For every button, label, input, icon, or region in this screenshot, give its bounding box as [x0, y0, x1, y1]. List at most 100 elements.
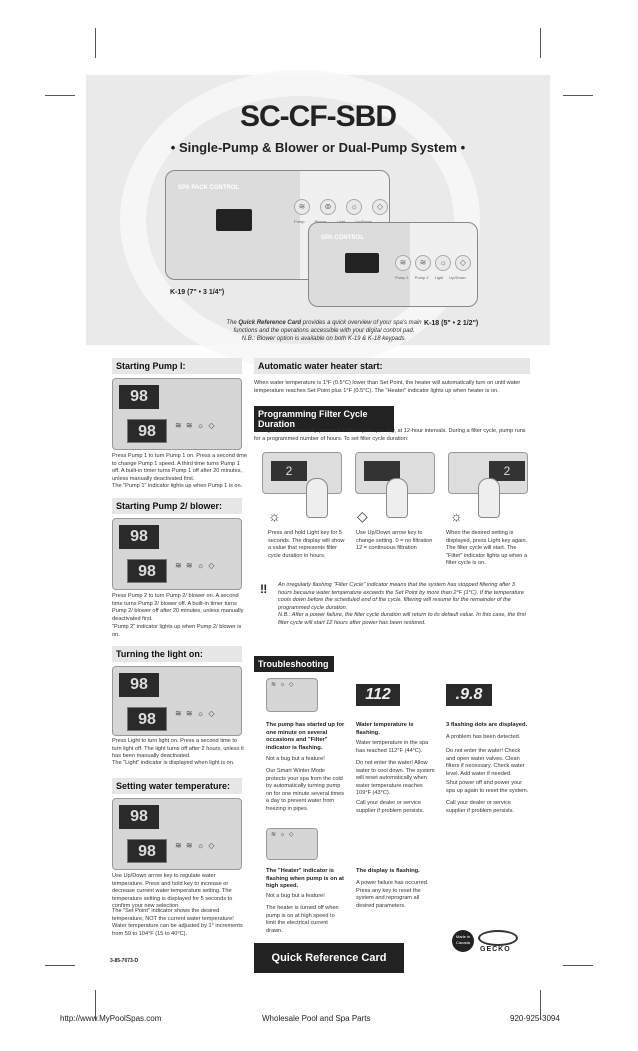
light-icon: ☼ — [450, 508, 463, 524]
filter-step2-text: Use Up/Down arrow key to change setting.… — [356, 530, 433, 552]
intro-note-pre: The — [226, 320, 239, 326]
made-in-canada-badge: Made in Canada — [452, 930, 474, 952]
trouble-c3-t3: Shut power off and power your spa up aga… — [446, 780, 529, 794]
key-row-icon: ≋ ≋ ☼ ◇ — [175, 561, 216, 570]
updown-key-icon[interactable]: ◇ — [455, 255, 471, 271]
trouble-c4-t1: Not a bug but a feature! — [266, 893, 325, 899]
key-label: Up/Down — [355, 219, 371, 224]
trouble-c2-t3: Call your dealer or service supplier if … — [356, 800, 425, 814]
footer-url[interactable]: http://www.MyPoolSpas.com — [60, 1014, 162, 1023]
pump1-text2: The "Pump 1" indicator lights up when Pu… — [112, 483, 243, 489]
keypad-brand: SPA CONTROL — [321, 235, 364, 241]
keypad-key-labels: Pump 1 Pump 2 Light Up/Down — [395, 275, 466, 280]
filter-warning-text: An irregularly flashing "Filter Cycle" i… — [278, 582, 524, 611]
keypad-k18-label: K-18 (5" • 2 1/2") — [424, 320, 479, 327]
trouble-c1-t2: Our Smart Winter Mode protects your spa … — [266, 768, 345, 812]
key-row-icon: ≋ ☼ ◇ — [271, 682, 295, 688]
filter-nb-text: N.B.: After a power failure, the filter … — [278, 612, 526, 626]
trouble-c2-head: Water temperature is flashing. — [356, 722, 414, 736]
key-label: Light — [337, 219, 346, 224]
trouble-c2-t1: Water temperature in the spa has reached… — [356, 740, 429, 754]
keypad-k18: SPA CONTROL ≋ ≋ ☼ ◇ Pump 1 Pump 2 Light … — [308, 222, 478, 307]
display-small: 98 — [119, 525, 159, 549]
blower-key-icon[interactable]: ⊚ — [320, 199, 336, 215]
pump1-key-icon[interactable]: ≋ — [395, 255, 411, 271]
intro-note-nb: N.B.: Blower option is available on both… — [241, 335, 407, 342]
crop-mark — [563, 95, 593, 96]
key-row-icon: ≋ ☼ ◇ — [271, 832, 295, 838]
key-label: Pump 1 — [395, 275, 409, 280]
up-down-icon: ◇ — [357, 508, 368, 524]
crop-mark — [540, 990, 541, 1020]
intro-note-post: provides a quick overview of your spa's … — [233, 320, 422, 334]
display-large: 98 — [127, 419, 167, 443]
key-label: Light — [434, 275, 444, 280]
pump2-key-icon[interactable]: ≋ — [415, 255, 431, 271]
filter-step1-illustration: 2 — [262, 452, 342, 494]
key-row-icon: ≋ ≋ ☼ ◇ — [175, 421, 216, 430]
intro-note: The Quick Reference Card provides a quic… — [214, 320, 434, 343]
keypad-display — [216, 209, 252, 231]
keypad-keys: ≋ ≋ ☼ ◇ — [395, 255, 471, 271]
key-label: Pump 2 — [414, 275, 429, 280]
light-key-icon[interactable]: ☼ — [435, 255, 451, 271]
trouble-c3-t1: A problem has been detected. — [446, 734, 521, 740]
warning-icon: ‼ — [260, 582, 268, 596]
page-subtitle: • Single-Pump & Blower or Dual-Pump Syst… — [170, 140, 466, 155]
keypad-k19-label: K-19 (7" • 3 1/4") — [170, 289, 225, 296]
section-title-pump2: Starting Pump 2/ blower: — [112, 498, 242, 514]
trouble-c2-t2: Do not enter the water! Allow water to c… — [356, 760, 435, 797]
crop-mark — [563, 965, 593, 966]
key-label: Up/Down — [449, 275, 466, 280]
display-small: 98 — [119, 805, 159, 829]
finger-press-icon — [386, 478, 408, 518]
key-label: Blower — [314, 219, 326, 224]
keypad-brand: SPA PACK CONTROL — [178, 185, 240, 191]
pump2-text: Press Pump 2 to turn Pump 2/ blower on. … — [112, 593, 244, 622]
keypad-key-labels: Pump Blower Light Up/Down — [294, 219, 372, 224]
updown-key-icon[interactable]: ◇ — [372, 199, 388, 215]
light-icon: ☼ — [268, 508, 281, 524]
trouble-c3-t4: Call your dealer or service supplier if … — [446, 800, 515, 814]
quick-reference-banner: Quick Reference Card — [254, 943, 404, 973]
display-small: 98 — [119, 673, 159, 697]
footer-phone: 920-925-3094 — [510, 1014, 560, 1023]
heater-text: When water temperature is 1°F (0.5°C) lo… — [254, 380, 521, 394]
pump-key-icon[interactable]: ≋ — [294, 199, 310, 215]
crop-mark — [540, 28, 541, 58]
light-text2: The "Light" indicator is displayed when … — [112, 760, 235, 766]
trouble-c1-t1: Not a bug but a feature! — [266, 756, 325, 762]
gecko-logo-icon — [478, 930, 518, 946]
light-key-icon[interactable]: ☼ — [346, 199, 362, 215]
section-title-pump1: Starting Pump I: — [112, 358, 242, 374]
display-large: 98 — [127, 707, 167, 731]
trouble-c5-head: The display is flashing. — [356, 868, 420, 874]
page-title: SC-CF-SBD — [240, 100, 397, 133]
light-text: Press Light to turn light on. Press a se… — [112, 738, 244, 760]
trouble-display-dots: .9.8 — [446, 684, 492, 706]
section-title-light: Turning the light on: — [112, 646, 242, 662]
filter-step1-text: Press and hold Light key for 5 seconds. … — [268, 530, 345, 559]
finger-press-icon — [306, 478, 328, 518]
pump1-text: Press Pump 1 to turn Pump 1 on. Press a … — [112, 453, 247, 482]
trouble-keypad-illustration: ≋ ☼ ◇ — [266, 678, 318, 712]
pump2-text2: "Pump 2" indicator lights up when Pump 2… — [112, 624, 242, 638]
pump2-illustration: 98 98 ≋ ≋ ☼ ◇ — [112, 518, 242, 590]
footer-tagline: Wholesale Pool and Spa Parts — [262, 1014, 371, 1023]
gecko-brand: GECKO — [480, 946, 511, 953]
filter-text: The system automatically performs 2 filt… — [254, 428, 526, 442]
crop-mark — [45, 95, 75, 96]
keypad-keys: ≋ ⊚ ☼ ◇ — [294, 199, 388, 215]
temp-text: Use Up/Down arrow key to regulate water … — [112, 873, 233, 910]
section-title-temp: Setting water temperature: — [112, 778, 242, 794]
trouble-c3-head: 3 flashing dots are displayed. — [446, 722, 528, 728]
trouble-c4-t2: The heater is turned off when pump is on… — [266, 905, 339, 934]
section-title-heater: Automatic water heater start: — [254, 358, 530, 374]
trouble-c1-head: The pump has started up for one minute o… — [266, 722, 345, 751]
trouble-c4-head: The "Heater" indicator is flashing when … — [266, 868, 344, 890]
temp-illustration: 98 98 ≋ ≋ ☼ ◇ — [112, 798, 242, 870]
trouble-c3-t2: Do not enter the water! Check and open w… — [446, 748, 525, 777]
finger-press-icon — [478, 478, 500, 518]
keypad-display — [345, 253, 379, 273]
key-row-icon: ≋ ≋ ☼ ◇ — [175, 709, 216, 718]
